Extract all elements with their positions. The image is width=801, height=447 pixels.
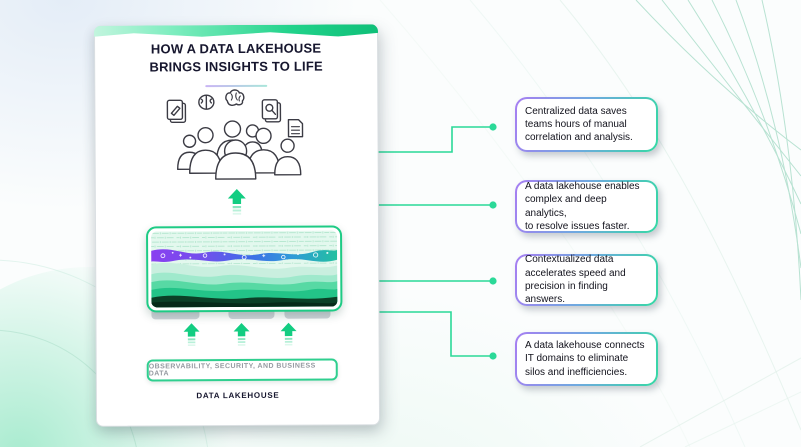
callout-text: A data lakehouse enables complex and dee… xyxy=(517,181,656,232)
up-arrow-small xyxy=(233,322,250,346)
callout-text: Centralized data saves teams hours of ma… xyxy=(517,99,656,150)
callout-centralized-data: Centralized data saves teams hours of ma… xyxy=(515,97,658,152)
lakehouse-image-frame xyxy=(146,225,343,313)
clipboard-search-icon xyxy=(261,99,282,123)
poster-top-band xyxy=(94,24,378,37)
callout-contextualized-data: Contextualized data accelerates speed an… xyxy=(515,254,658,306)
banner-label: OBSERVABILITY, SECURITY, AND BUSINESS DA… xyxy=(148,362,316,378)
poster-panel: HOW A DATA LAKEHOUSE BRINGS INSIGHTS TO … xyxy=(93,24,381,427)
person-far-right xyxy=(274,138,302,176)
callout-text: Contextualized data accelerates speed an… xyxy=(517,254,656,305)
poster-title: HOW A DATA LAKEHOUSE BRINGS INSIGHTS TO … xyxy=(149,40,323,75)
person-front-center xyxy=(215,139,257,180)
clipboard-pencil-icon xyxy=(166,99,187,124)
up-arrow-small xyxy=(280,322,297,346)
callout-deep-analytics: A data lakehouse enables complex and dee… xyxy=(515,180,658,233)
brain-top-icon xyxy=(225,89,245,106)
brain-icon xyxy=(198,94,215,110)
data-lakehouse-caption: DATA LAKEHOUSE xyxy=(196,390,280,401)
lakehouse-waves-illustration xyxy=(151,230,338,308)
up-arrow-large xyxy=(227,189,246,215)
callout-connects-domains: A data lakehouse connects IT domains to … xyxy=(515,332,658,386)
person-mid-left xyxy=(189,126,223,174)
person-mid-right xyxy=(247,127,281,174)
people-group-illustration xyxy=(166,89,304,180)
data-sources-banner: OBSERVABILITY, SECURITY, AND BUSINESS DA… xyxy=(146,358,338,382)
document-icon xyxy=(287,118,304,138)
callout-text: A data lakehouse connects IT domains to … xyxy=(517,334,656,384)
up-arrow-small xyxy=(183,323,200,347)
